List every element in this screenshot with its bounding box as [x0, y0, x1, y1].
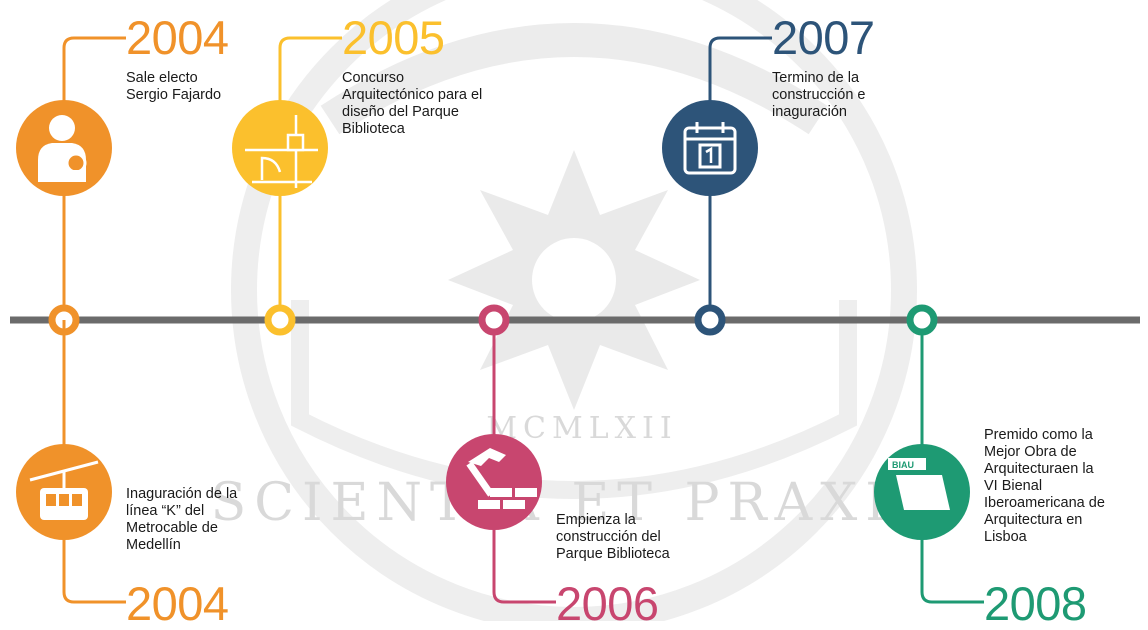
- event-icon-circle: [662, 100, 758, 196]
- person-award-icon: [38, 115, 87, 182]
- connector-line: [920, 320, 984, 604]
- event-2006-construction: [446, 304, 556, 604]
- connector-line: [708, 36, 772, 320]
- description-line: diseño del Parque: [342, 104, 459, 120]
- timeline-node: [694, 304, 726, 336]
- description-line: Arquitectónico para el: [342, 87, 483, 103]
- connector-line: [62, 36, 126, 320]
- year-label-2005: 2005: [342, 11, 445, 64]
- description-line: Medellín: [126, 537, 181, 553]
- event-description-2005-contest: Concurso Arquitectónico para el diseño d…: [342, 70, 482, 138]
- description-line: Termino de la: [772, 70, 860, 86]
- description-line: línea “K” del: [126, 503, 205, 519]
- description-line: Inaguración de la: [126, 486, 238, 502]
- description-line: Arquitectura en: [984, 512, 1083, 528]
- event-2008-award: BIAU: [874, 304, 984, 604]
- description-line: Premido como la: [984, 427, 1093, 443]
- cable-car-icon: [29, 460, 99, 520]
- biau-badge: BIAU: [892, 460, 914, 470]
- description-line: Parque Biblioteca: [556, 546, 670, 562]
- year-label-2004-bottom: 2004: [126, 577, 229, 630]
- event-description-2004-election: Sale electo Sergio Fajardo: [126, 70, 221, 104]
- year-label-2004-top: 2004: [126, 11, 229, 64]
- description-line: Mejor Obra de: [984, 444, 1077, 460]
- description-line: Lisboa: [984, 529, 1027, 545]
- event-2004-metrocable: [16, 320, 126, 604]
- event-2005-contest: [232, 36, 342, 336]
- timeline-node: [478, 304, 510, 336]
- university-seal-watermark: MCMLXII SCIENTIA ET PRAXIS: [211, 0, 938, 621]
- description-line: Biblioteca: [342, 121, 405, 137]
- description-line: Arquitecturaen la: [984, 461, 1094, 477]
- timeline-node: [906, 304, 938, 336]
- year-label-2008: 2008: [984, 577, 1087, 630]
- description-line: inaguración: [772, 104, 847, 120]
- architecture-plan-icon: [245, 115, 318, 188]
- description-line: Sergio Fajardo: [126, 87, 222, 103]
- event-2004-election: [16, 36, 126, 336]
- connector-line: [62, 320, 126, 604]
- year-label-2006: 2006: [556, 577, 659, 630]
- event-description-2004-metrocable: Inaguración de la línea “K” del Metrocab…: [126, 486, 237, 554]
- event-description-2007-completion: Termino de la construcción e inaguración: [772, 70, 866, 121]
- description-line: Metrocable de: [126, 520, 218, 536]
- event-icon-circle: [446, 434, 542, 530]
- description-line: construcción del: [556, 529, 661, 545]
- timeline-node: [264, 304, 296, 336]
- year-label-2007: 2007: [772, 11, 875, 64]
- event-2007-completion: [662, 36, 772, 336]
- description-line: construcción e: [772, 87, 866, 103]
- description-line: Empienza la: [556, 512, 636, 528]
- event-description-2008-award: Premido como la Mejor Obra de Arquitectu…: [984, 427, 1105, 546]
- description-line: Iberoamericana de: [984, 495, 1105, 511]
- event-icon-circle: [232, 100, 328, 196]
- hammer-bricks-icon: [466, 448, 537, 509]
- watermark-motto: SCIENTIA ET PRAXIS: [211, 473, 938, 533]
- calendar-icon: [683, 122, 737, 175]
- event-description-2006-construction: Empienza la construcción del Parque Bibl…: [556, 512, 670, 563]
- connector-line: [278, 36, 342, 320]
- description-line: VI Bienal: [984, 478, 1043, 494]
- description-line: Concurso: [342, 70, 405, 86]
- connector-line: [492, 320, 556, 604]
- award-certificate-icon: BIAU: [888, 458, 950, 510]
- description-line: Sale electo: [126, 70, 198, 86]
